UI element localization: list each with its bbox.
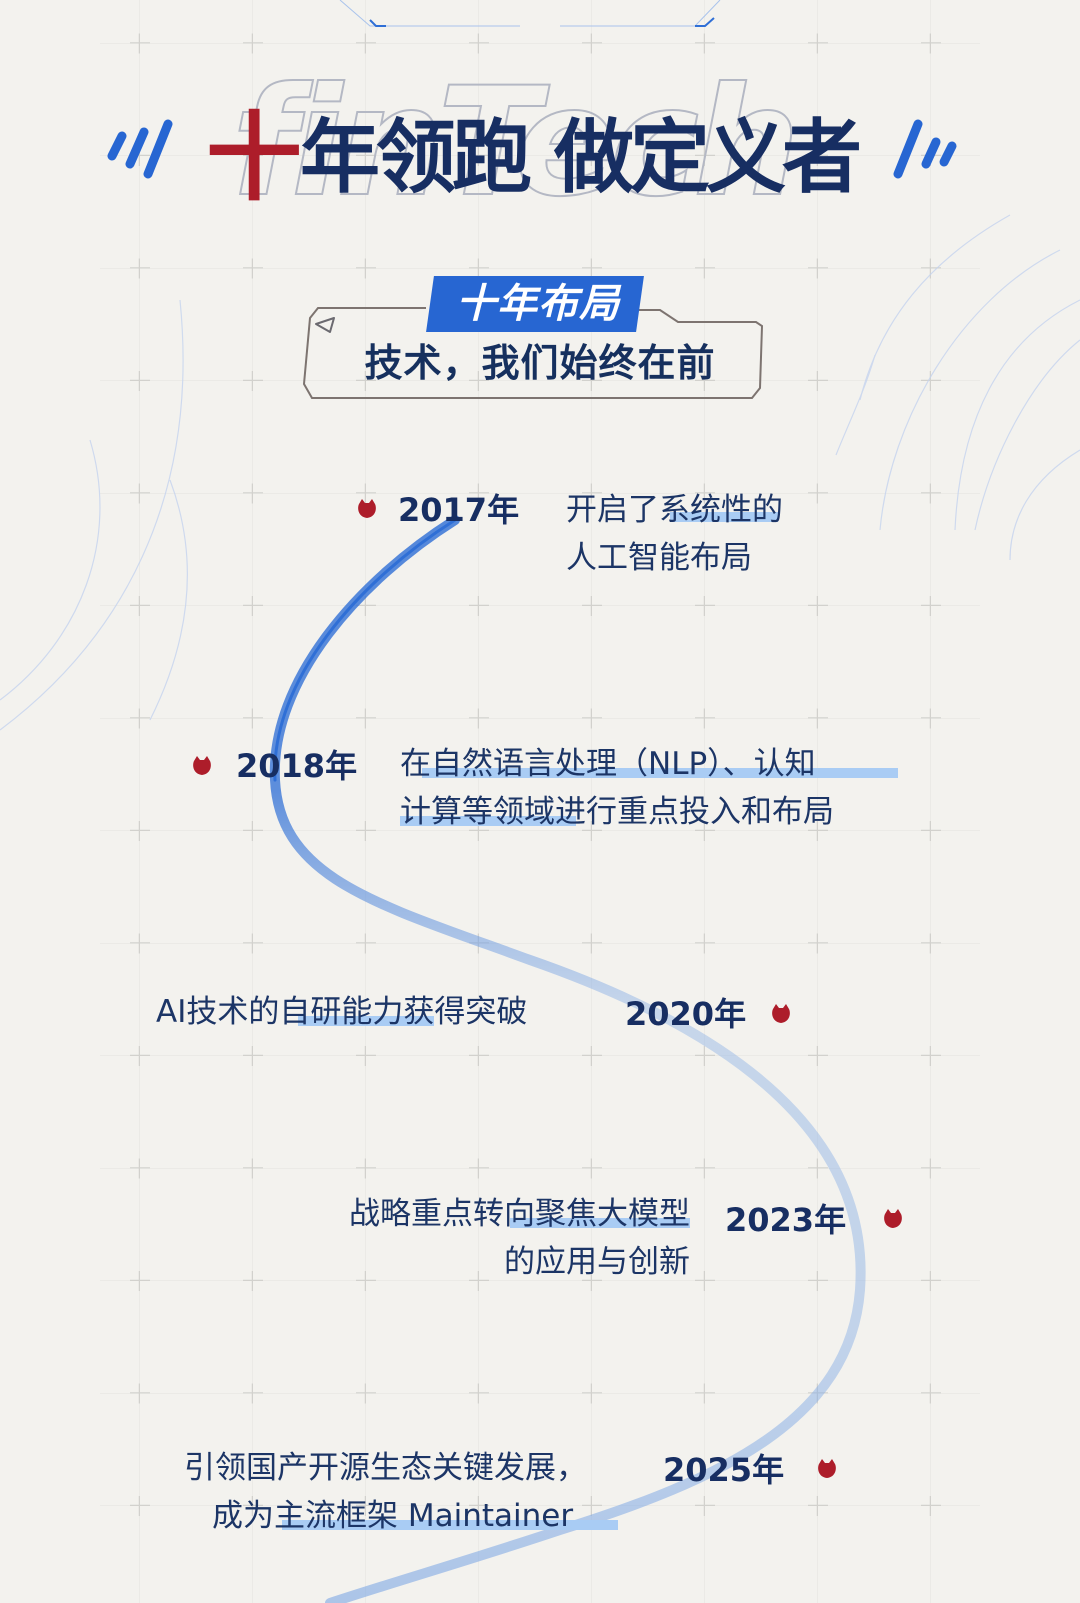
triple-slash-icon [893,119,957,179]
section-header: 十年布局 技术，我们始终在前 [290,266,790,416]
year-label: 2018年 [236,747,358,785]
cat-head-marker-icon [358,499,376,518]
cat-head-marker-icon [884,1209,902,1228]
title-text: 十 年领跑 做定义者 [206,102,862,214]
section-tag: 十年布局 [456,281,620,327]
cat-head-marker-icon [193,756,211,775]
section-subtitle: 技术，我们始终在前 [364,341,716,385]
section-frame [302,307,764,399]
timeline-description: 在自然语言处理（NLP）、认知 计算等领域进行重点投入和布局 [400,740,898,836]
timeline-description: 战略重点转向聚焦大模型 的应用与创新 [349,1196,690,1280]
timeline-description: 开启了系统性的 人工智能布局 [566,492,783,576]
title-part-1: 年领跑 [300,111,532,204]
year-label: 2020年 [625,995,747,1033]
year-label: 2025年 [663,1451,785,1489]
fintech-outline-watermark: finTech [231,56,801,230]
timeline-description: 引领国产开源生态关键发展， 成为主流框架 Maintainer [184,1444,618,1540]
timeline-description: AI技术的自研能力获得突破 [156,994,528,1030]
title-part-2: 做定义者 [554,111,862,204]
cat-head-marker-icon [772,1004,790,1023]
triple-slash-icon [107,119,173,179]
year-label: 2023年 [725,1201,847,1239]
triangle-arrow-icon [315,317,335,333]
hero-title: finTech 十 年领跑 做定义者 [0,60,1080,220]
cat-head-marker-icon [818,1459,836,1478]
title-highlight-char: 十 [206,102,302,214]
year-label: 2017年 [398,491,520,529]
